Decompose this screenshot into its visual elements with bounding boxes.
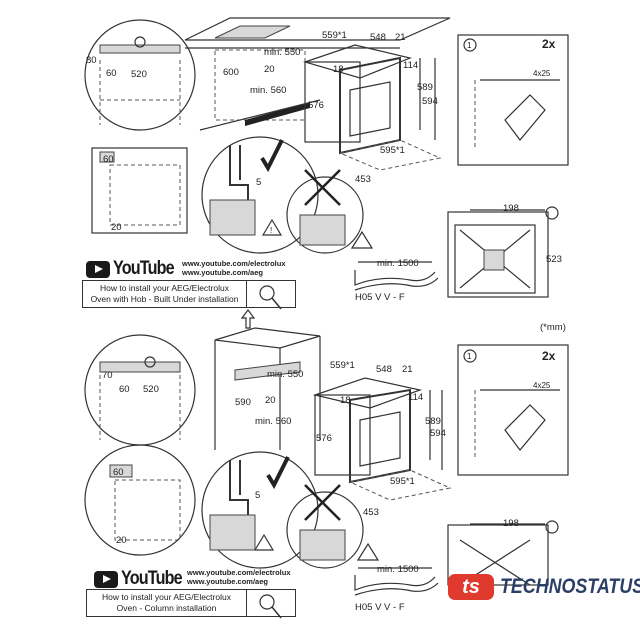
youtube-urls: www.youtube.com/electrolux www.youtube.c… xyxy=(182,259,286,277)
svg-text:21: 21 xyxy=(395,32,406,43)
column-cabinet xyxy=(214,309,321,450)
svg-text:H05 V V - F: H05 V V - F xyxy=(355,602,405,613)
svg-text:590: 590 xyxy=(235,397,251,408)
svg-text:548: 548 xyxy=(376,364,392,375)
svg-text:198: 198 xyxy=(503,203,519,214)
svg-text:18: 18 xyxy=(340,395,351,406)
svg-text:595*1: 595*1 xyxy=(390,476,415,487)
svg-text:453: 453 xyxy=(363,507,379,518)
svg-text:min. 550: min. 550 xyxy=(264,47,300,58)
worktop-hob xyxy=(184,17,451,131)
svg-text:80: 80 xyxy=(86,55,97,66)
play-icon xyxy=(86,260,110,278)
cabinet-detail-circle xyxy=(84,19,196,131)
oven-front-detail xyxy=(447,520,559,586)
oven-drawing xyxy=(312,377,452,501)
svg-text:20: 20 xyxy=(265,395,276,406)
svg-text:5: 5 xyxy=(255,490,260,501)
cable-drawing xyxy=(354,567,439,596)
youtube-urls: www.youtube.com/electrolux www.youtube.c… xyxy=(187,568,291,586)
svg-text:20: 20 xyxy=(116,535,127,546)
svg-text:600: 600 xyxy=(223,67,239,78)
brand-name: TECHNOSTATUS xyxy=(500,575,640,598)
svg-text:114: 114 xyxy=(408,392,423,403)
url-electrolux[interactable]: www.youtube.com/electrolux xyxy=(187,568,291,577)
correct-install-detail xyxy=(201,451,319,569)
svg-text:1: 1 xyxy=(467,352,472,361)
svg-text:589: 589 xyxy=(417,82,433,93)
svg-text:60: 60 xyxy=(106,68,117,79)
cabinet-detail-circle xyxy=(84,334,196,446)
youtube-logo: YouTube xyxy=(86,258,184,280)
svg-text:2x: 2x xyxy=(542,37,556,51)
url-aeg[interactable]: www.youtube.com/aeg xyxy=(187,577,268,586)
svg-text:60: 60 xyxy=(113,467,124,478)
svg-text:453: 453 xyxy=(355,174,371,185)
svg-text:594: 594 xyxy=(422,96,438,107)
top-dimension-labels: 80 60 520 600 min. 550 20 min. 560 559*1… xyxy=(86,30,562,303)
svg-text:20: 20 xyxy=(264,64,275,75)
corner-detail xyxy=(84,444,196,556)
svg-text:2x: 2x xyxy=(542,349,556,363)
svg-text:21: 21 xyxy=(402,364,413,375)
units-note: (*mm) xyxy=(540,322,566,333)
svg-text:60: 60 xyxy=(119,384,130,395)
screw-detail-box: 1 xyxy=(457,34,569,166)
svg-text:60: 60 xyxy=(103,154,114,165)
svg-text:1: 1 xyxy=(467,41,472,50)
url-aeg[interactable]: www.youtube.com/aeg xyxy=(182,268,263,277)
svg-text:70: 70 xyxy=(102,370,113,381)
play-icon xyxy=(94,570,118,588)
correct-install-detail: ! xyxy=(201,136,319,254)
svg-text:595*1: 595*1 xyxy=(380,145,405,156)
url-electrolux[interactable]: www.youtube.com/electrolux xyxy=(182,259,286,268)
bottom-panel: 1 70 60 520 min. 550 590 20 min. 560 559… xyxy=(84,309,569,613)
svg-text:min. 1500: min. 1500 xyxy=(377,564,419,575)
bottom-dimension-labels: 70 60 520 min. 550 590 20 min. 560 559*1… xyxy=(102,349,556,613)
svg-text:114: 114 xyxy=(403,60,418,71)
svg-text:4x25: 4x25 xyxy=(533,69,551,78)
svg-text:520: 520 xyxy=(143,384,159,395)
svg-text:198: 198 xyxy=(503,518,519,529)
svg-text:4x25: 4x25 xyxy=(533,381,551,390)
svg-text:523: 523 xyxy=(546,254,562,265)
incorrect-install-detail xyxy=(286,484,380,569)
top-panel: ! 1 xyxy=(84,17,569,303)
magnifier-icon xyxy=(247,590,295,619)
svg-text:min. 550: min. 550 xyxy=(267,369,303,380)
oven-drawing xyxy=(303,44,442,171)
svg-text:min. 1500: min. 1500 xyxy=(377,258,419,269)
svg-text:548: 548 xyxy=(370,32,386,43)
oven-front-detail xyxy=(447,206,559,298)
technostatus-logo: ts TECHNOSTATUS xyxy=(448,574,640,600)
incorrect-install-detail xyxy=(286,169,374,254)
svg-text:559*1: 559*1 xyxy=(322,30,347,41)
svg-text:min. 560: min. 560 xyxy=(250,85,286,96)
svg-text:594: 594 xyxy=(430,428,446,439)
svg-text:576: 576 xyxy=(316,433,332,444)
corner-detail xyxy=(91,147,188,234)
youtube-logo: YouTube xyxy=(94,568,192,590)
svg-text:559*1: 559*1 xyxy=(330,360,355,371)
brand-mark: ts xyxy=(448,574,494,600)
svg-text:20: 20 xyxy=(111,222,122,233)
cable-drawing xyxy=(354,261,439,291)
svg-text:520: 520 xyxy=(131,69,147,80)
svg-text:min. 560: min. 560 xyxy=(255,416,291,427)
magnifier-icon xyxy=(247,281,295,310)
svg-text:18: 18 xyxy=(333,64,344,75)
svg-text:576: 576 xyxy=(308,100,324,111)
svg-text:H05 V V - F: H05 V V - F xyxy=(355,292,405,303)
svg-text:5: 5 xyxy=(256,177,261,188)
screw-detail-box: 1 xyxy=(457,344,569,476)
svg-text:589: 589 xyxy=(425,416,441,427)
svg-text:!: ! xyxy=(270,226,272,235)
